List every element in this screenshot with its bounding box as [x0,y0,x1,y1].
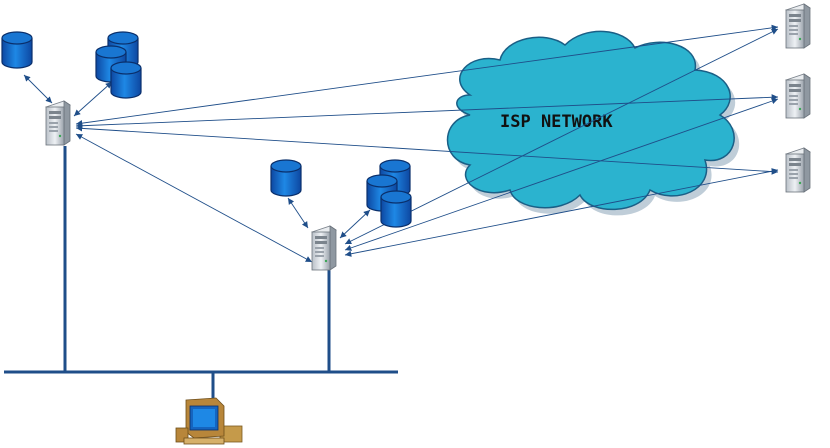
isp-cloud: ISP NETWORK [446,30,740,216]
network-bus [4,146,398,402]
computer-icon [175,397,243,445]
link [73,81,113,117]
database-icon [110,61,142,99]
network-links [23,24,779,263]
server-icon [311,225,337,271]
database-icon [1,31,33,69]
server-icon [785,3,811,49]
server-icon [785,147,811,193]
link [287,197,309,229]
link [75,133,313,263]
cloud-label: ISP NETWORK [500,112,613,132]
server-icon [45,100,71,146]
server-icon [785,73,811,119]
database-icon [380,190,412,228]
link [23,74,53,104]
link [344,168,779,257]
database-icon [270,159,302,197]
